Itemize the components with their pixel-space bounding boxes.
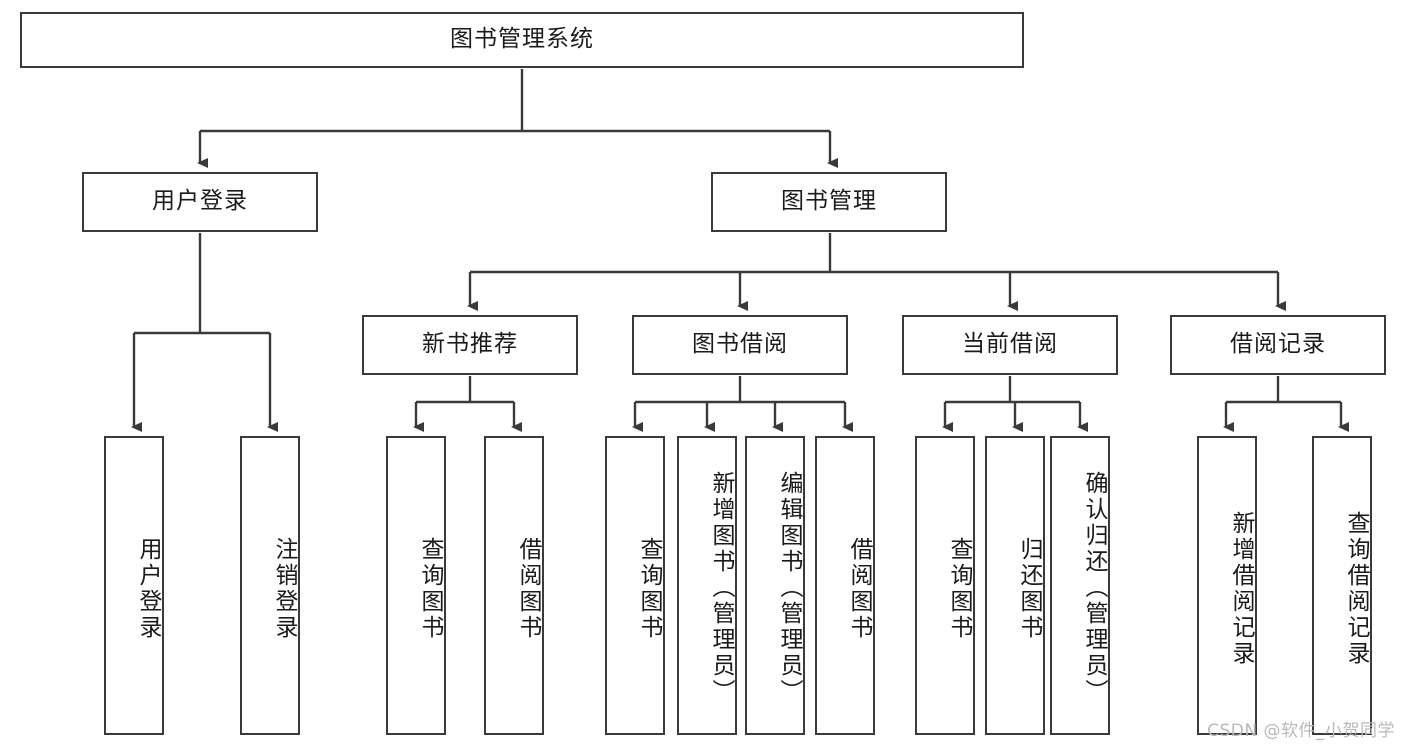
node-book-borrow[interactable]: 图书借阅 [632,315,848,375]
leaf-query-book-2[interactable]: 查询图书 [605,436,665,735]
node-label: 确认归还（管理员） [1081,470,1107,705]
node-label: 新书推荐 [422,331,518,358]
leaf-add-book[interactable]: 新增图书（管理员） [677,436,737,735]
leaf-borrow-book-1[interactable]: 借阅图书 [484,436,544,735]
node-label: 查询图书 [417,536,443,641]
leaf-query-book-1[interactable]: 查询图书 [386,436,446,735]
node-label: 当前借阅 [962,331,1058,358]
node-borrow-record[interactable]: 借阅记录 [1170,315,1386,375]
node-label: 借阅图书 [846,536,872,641]
node-label: 用户登录 [152,188,248,215]
node-label: 借阅图书 [515,536,541,641]
node-label: 新增借阅记录 [1228,510,1254,667]
node-label: 查询图书 [636,536,662,641]
leaf-logout[interactable]: 注销登录 [240,436,300,735]
node-label: 归还图书 [1016,536,1042,641]
node-label: 图书管理系统 [450,26,594,53]
leaf-return-book[interactable]: 归还图书 [985,436,1045,735]
node-label: 图书管理 [781,188,877,215]
node-book-manage[interactable]: 图书管理 [711,172,947,232]
node-label: 查询图书 [946,536,972,641]
node-label: 新增图书（管理员） [708,470,734,705]
node-user-login[interactable]: 用户登录 [82,172,318,232]
leaf-user-login[interactable]: 用户登录 [104,436,164,735]
leaf-query-book-3[interactable]: 查询图书 [915,436,975,735]
leaf-query-record[interactable]: 查询借阅记录 [1312,436,1372,735]
leaf-add-record[interactable]: 新增借阅记录 [1197,436,1257,735]
node-root[interactable]: 图书管理系统 [20,12,1024,68]
node-label: 编辑图书（管理员） [776,470,802,705]
leaf-borrow-book-2[interactable]: 借阅图书 [815,436,875,735]
node-label: 注销登录 [271,536,297,641]
csdn-watermark: CSDN @软件_小贺同学 [1207,721,1395,741]
node-current-borrow[interactable]: 当前借阅 [902,315,1118,375]
leaf-edit-book[interactable]: 编辑图书（管理员） [745,436,805,735]
node-label: 查询借阅记录 [1343,510,1369,667]
node-label: 借阅记录 [1230,331,1326,358]
node-label: 用户登录 [135,536,161,641]
node-new-book-rec[interactable]: 新书推荐 [362,315,578,375]
node-label: 图书借阅 [692,331,788,358]
leaf-confirm-return[interactable]: 确认归还（管理员） [1050,436,1110,735]
